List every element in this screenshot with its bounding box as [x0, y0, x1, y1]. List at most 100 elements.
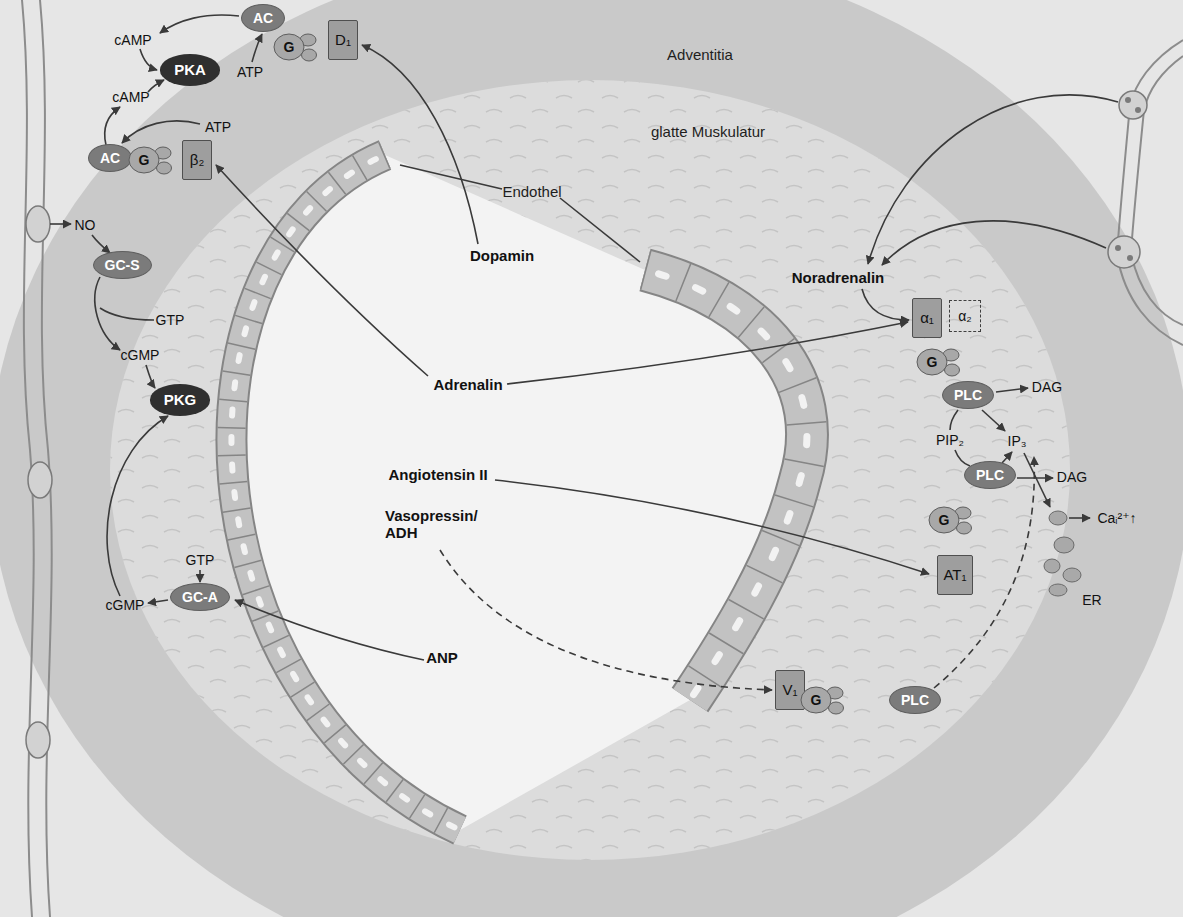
- endothelium-left: [231, 155, 460, 830]
- endothelial-nucleus: [645, 270, 807, 700]
- node-text: β₂: [190, 151, 204, 168]
- smooth-muscle-texture: [110, 80, 1070, 860]
- endothelial-nucleus: [231, 155, 460, 830]
- endothelium-edge: [645, 270, 807, 700]
- varicosity: [1119, 91, 1147, 119]
- node-text: G: [929, 503, 959, 537]
- arrow: [140, 49, 157, 70]
- node-text: PKG: [164, 391, 197, 408]
- endoplasmic-reticulum: [1044, 511, 1081, 596]
- g-protein: G: [928, 503, 972, 537]
- arrow: [160, 15, 239, 33]
- node-text: G: [129, 143, 159, 177]
- line: [955, 450, 970, 466]
- receptor-box: AT₁: [937, 555, 972, 595]
- molecule-label: cGMP: [106, 597, 145, 613]
- g-protein-shape: [128, 143, 172, 177]
- arrow: [50, 223, 71, 225]
- node-text: V₁: [782, 681, 797, 698]
- signal-molecule-label: Dopamin: [470, 247, 534, 264]
- arrow: [235, 600, 424, 660]
- smooth-muscle-layer: [110, 80, 1070, 860]
- molecule-label: DAG: [1057, 469, 1087, 485]
- varicosity: [1108, 236, 1140, 268]
- line: [100, 308, 154, 320]
- arrow: [148, 80, 164, 92]
- leader-line: [400, 165, 502, 189]
- node-text: α₂: [958, 308, 972, 324]
- arrow: [1024, 453, 1050, 507]
- receptor-box: α₁: [912, 298, 942, 338]
- arrow: [868, 95, 1118, 264]
- arrow: [146, 365, 155, 388]
- nerve-fiber: [1117, 40, 1183, 345]
- g-protein-shape: [273, 30, 317, 64]
- enzyme-oval: PLC: [942, 381, 994, 409]
- node-text: AT₁: [943, 566, 966, 583]
- molecule-label: NO: [75, 217, 96, 233]
- g-protein: G: [916, 345, 960, 379]
- endothelial-cell-wall: [231, 155, 460, 830]
- g-protein: G: [273, 30, 317, 64]
- arrow: [216, 165, 428, 376]
- arrow: [982, 410, 1005, 431]
- dashed-arrow: [934, 457, 1034, 688]
- arrow: [862, 289, 909, 320]
- molecule-label: cAMP: [114, 32, 151, 48]
- node-text: G: [274, 30, 304, 64]
- arrows: [50, 15, 1118, 690]
- enzyme-oval: AC: [241, 4, 285, 32]
- kinase-oval: PKA: [160, 54, 220, 85]
- arrow: [362, 45, 478, 244]
- nerve-fiber: [22, 0, 34, 917]
- g-protein: G: [128, 143, 172, 177]
- endothelial-cell-wall: [645, 270, 807, 700]
- node-text: GC-A: [182, 589, 218, 605]
- signal-molecule-label: ANP: [426, 649, 458, 666]
- enzyme-oval: PLC: [964, 461, 1016, 489]
- node-text: PKA: [174, 61, 206, 78]
- arrow: [92, 235, 110, 253]
- node-text: α₁: [920, 309, 934, 326]
- node-text: AC: [253, 10, 273, 26]
- molecule-label: IP₃: [1008, 433, 1027, 449]
- varicosity: [26, 206, 50, 242]
- node-text: D₁: [335, 31, 351, 48]
- endothelium-edge: [231, 155, 460, 830]
- receptor-box: β₂: [182, 140, 212, 180]
- enzyme-oval: PLC: [889, 686, 941, 714]
- tissue-label: Endothel: [502, 183, 561, 200]
- arrow: [252, 34, 262, 62]
- line: [950, 410, 958, 430]
- molecule-label: ER: [1082, 592, 1101, 608]
- molecule-label: Caᵢ²⁺↑: [1097, 510, 1136, 526]
- arrow: [148, 600, 168, 603]
- node-text: G: [801, 683, 831, 717]
- arrow: [1002, 452, 1012, 463]
- arrow: [105, 107, 120, 145]
- nerve-fiber: [40, 0, 52, 917]
- molecule-label: cAMP: [112, 89, 149, 105]
- nerve-left: [22, 0, 52, 917]
- enzyme-oval: AC: [88, 144, 132, 172]
- arrow: [495, 480, 929, 574]
- vesicle: [1135, 107, 1141, 113]
- enzyme-oval: GC-A: [170, 583, 230, 611]
- varicosity: [26, 722, 50, 758]
- er-vesicle: [1049, 511, 1067, 525]
- vesicle: [1115, 245, 1121, 251]
- receptor-box: V₁: [775, 670, 805, 710]
- signal-molecule-label: Vasopressin/ ADH: [385, 507, 485, 542]
- node-text: PLC: [954, 387, 982, 403]
- g-protein-shape: [800, 683, 844, 717]
- endothelium-band: [645, 270, 807, 700]
- receptor-box: D₁: [328, 20, 358, 60]
- molecule-label: DAG: [1032, 379, 1062, 395]
- arrow: [1069, 517, 1090, 519]
- enzyme-oval: GC-S: [93, 251, 152, 279]
- molecule-label: GTP: [186, 552, 215, 568]
- molecule-label: GTP: [156, 312, 185, 328]
